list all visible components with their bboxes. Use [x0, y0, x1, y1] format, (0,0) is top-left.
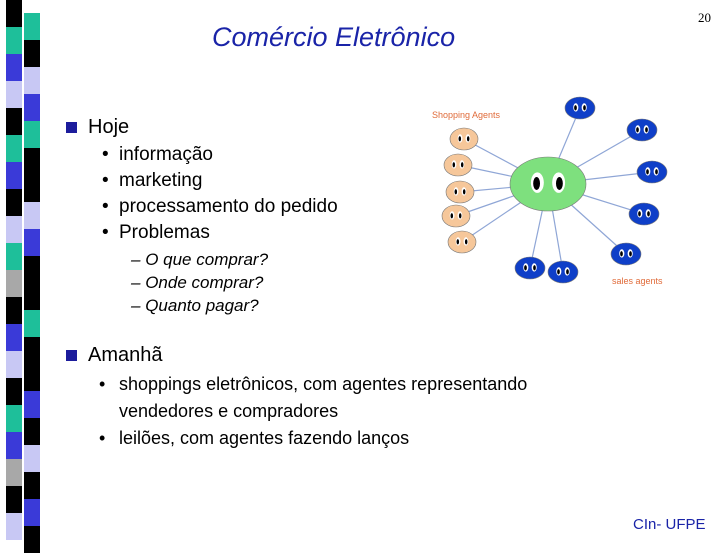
sales-agent-icon: [626, 118, 658, 142]
list-item-continuation: vendedores e compradores: [119, 401, 339, 421]
square-bullet-icon: [66, 122, 77, 133]
heading-amanha: Amanhã: [88, 344, 163, 366]
sales-agents-label: sales agents: [612, 276, 663, 286]
shopping-agent-icon: [447, 230, 477, 254]
square-bullet-icon: [66, 350, 77, 361]
sales-agent-icon: [636, 160, 668, 184]
sub-list-item: – Onde comprar?: [131, 273, 264, 292]
sales-agent-icon: [610, 242, 642, 266]
shopping-agent-icon: [445, 180, 475, 204]
agents-diagram: Shopping Agents sales agents: [432, 96, 668, 286]
sales-agent-icon: [564, 96, 596, 120]
list-item: •informação: [102, 144, 213, 165]
shopping-agent-icon: [441, 204, 471, 228]
list-item: •leilões, com agentes fazendo lanços: [99, 428, 410, 448]
list-item: •shoppings eletrônicos, com agentes repr…: [99, 374, 528, 394]
central-agent-icon: [509, 156, 587, 212]
list-item: •marketing: [102, 170, 203, 191]
shopping-agent-icon: [449, 127, 479, 151]
shopping-agents-label: Shopping Agents: [432, 110, 501, 120]
heading-hoje: Hoje: [88, 116, 130, 138]
list-item: •processamento do pedido: [102, 196, 338, 217]
sales-agent-icon: [547, 260, 579, 284]
footer-affiliation: CIn- UFPE: [633, 516, 706, 533]
list-item: •Problemas: [102, 222, 210, 243]
slide-title: Comércio Eletrônico: [212, 22, 456, 52]
sub-list-item: – Quanto pagar?: [131, 296, 259, 315]
sub-list-item: – O que comprar?: [131, 250, 269, 269]
shopping-agent-icon: [443, 153, 473, 177]
decorative-side-strip: [0, 0, 42, 553]
sales-agent-icon: [628, 202, 660, 226]
slide-number: 20: [698, 10, 711, 25]
sales-agent-icon: [514, 256, 546, 280]
